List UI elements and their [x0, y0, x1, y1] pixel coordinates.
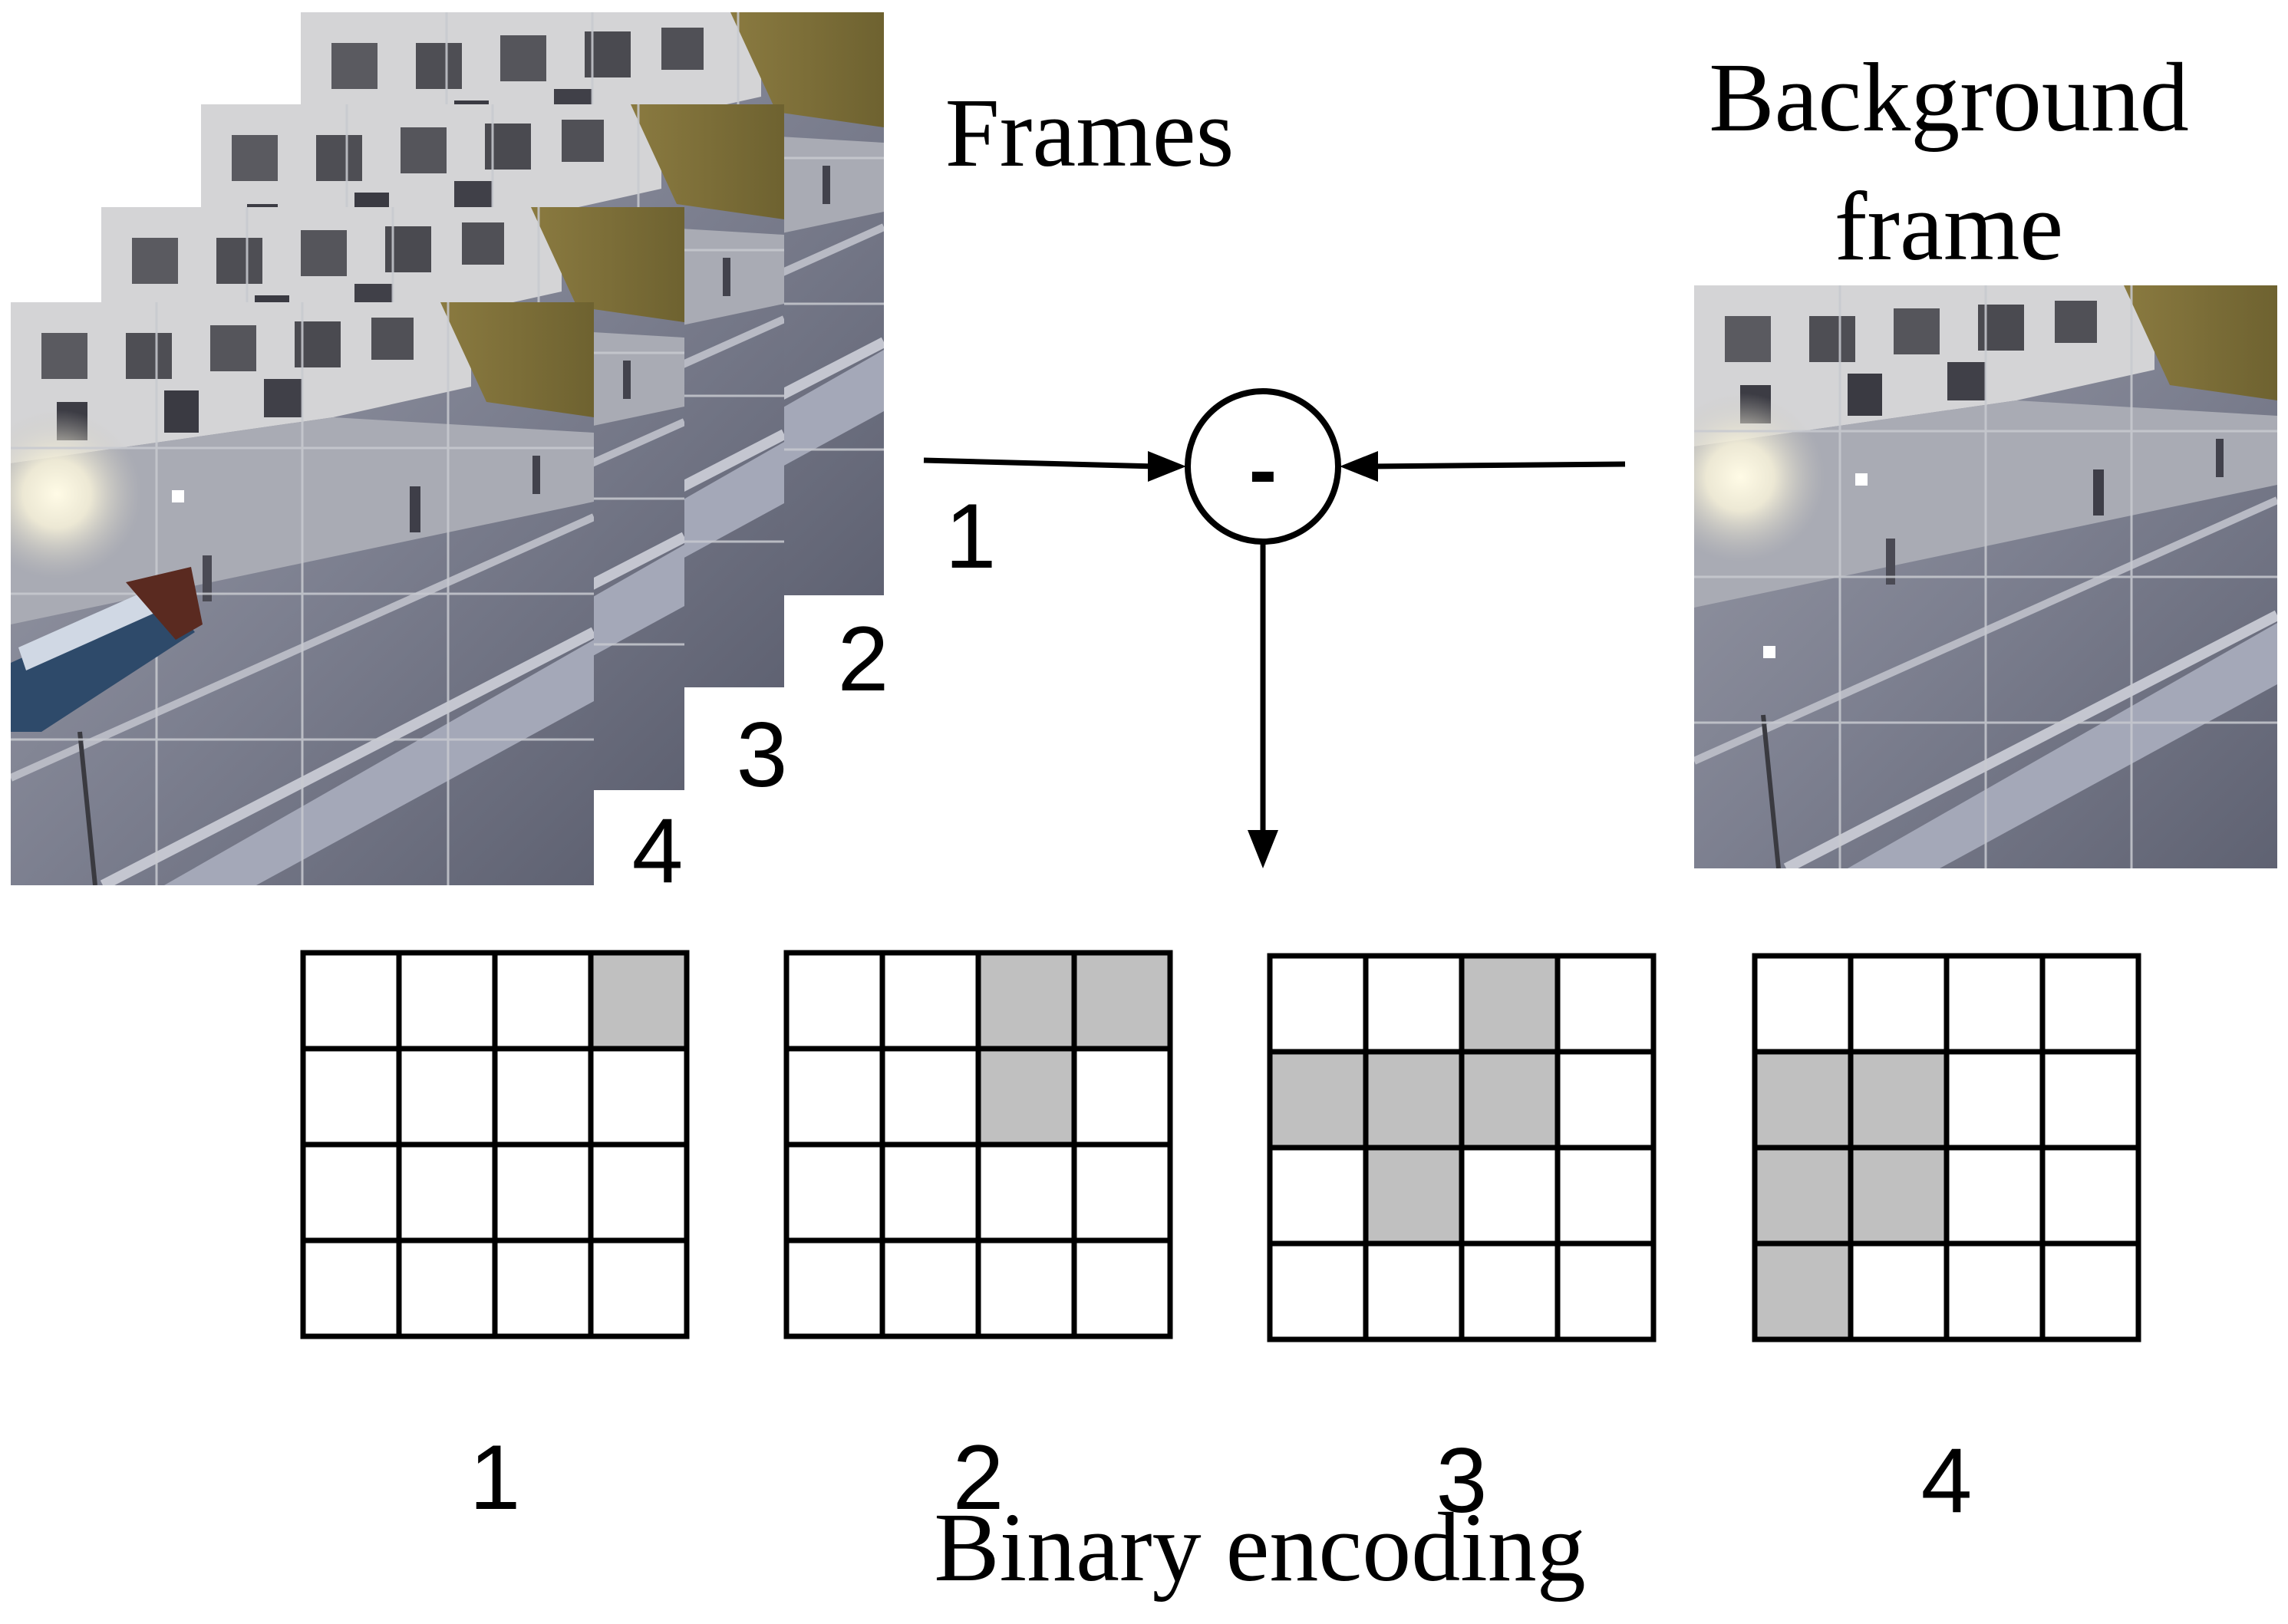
encoding-cell-active	[1459, 953, 1561, 1055]
encoding-label: 2	[953, 1426, 1004, 1529]
frame-number: 3	[737, 703, 788, 806]
encoding-grid-1: 1	[300, 950, 690, 1529]
encoding-cell	[588, 1046, 690, 1148]
encoding-cell	[1752, 953, 1854, 1055]
encoding-cell	[300, 950, 402, 1052]
encoding-cell	[783, 950, 885, 1052]
encoding-cell	[1267, 953, 1369, 1055]
frame-input-arrow	[923, 451, 1186, 482]
encoding-cell	[1459, 1145, 1561, 1247]
encoding-cell	[300, 1046, 402, 1148]
encoding-cell	[492, 1046, 594, 1148]
encoding-cell-active	[1752, 1049, 1854, 1151]
encoding-cell	[1943, 1240, 2046, 1342]
frame-number: 4	[632, 799, 684, 902]
encoding-cell	[588, 1141, 690, 1244]
encoding-cell	[783, 1046, 885, 1148]
encoding-cell	[783, 1237, 885, 1339]
encoding-cell-active	[1363, 1049, 1465, 1151]
encoding-cell	[1943, 1049, 2046, 1151]
encoding-cell	[1554, 1240, 1657, 1342]
encoding-cell	[1071, 1046, 1173, 1148]
encoding-cell-active	[975, 950, 1077, 1052]
minus-operator: -	[1249, 423, 1278, 517]
encoding-cell	[1943, 1145, 2046, 1247]
encoding-cell	[1943, 953, 2046, 1055]
encoding-cell	[1459, 1240, 1561, 1342]
encoding-cell	[975, 1237, 1077, 1339]
encoding-cell	[1071, 1141, 1173, 1244]
encoding-grid-2: 2	[783, 950, 1173, 1529]
encoding-cell	[879, 1046, 981, 1148]
input-frame-number: 1	[945, 485, 997, 588]
encoding-cell	[1848, 953, 1950, 1055]
output-arrow	[1248, 542, 1278, 868]
encoding-label: 1	[470, 1426, 521, 1529]
encoding-cell	[1554, 1049, 1657, 1151]
encoding-cell-active	[1848, 1049, 1950, 1151]
encoding-cell-active	[1459, 1049, 1561, 1151]
encoding-cell	[1363, 953, 1465, 1055]
encoding-cell	[1554, 953, 1657, 1055]
frame-stack: 2 3 4	[0, 12, 888, 902]
encoding-cell	[396, 1046, 498, 1148]
background-input-arrow	[1340, 451, 1626, 482]
encoding-cell	[588, 1237, 690, 1339]
encoding-cell	[1554, 1145, 1657, 1247]
encoding-cell	[2039, 953, 2141, 1055]
encoding-cell	[2039, 1145, 2141, 1247]
encoding-label: 4	[1921, 1429, 1973, 1532]
encoding-cell	[1267, 1240, 1369, 1342]
encoding-label: 3	[1436, 1429, 1488, 1532]
encoding-cell	[2039, 1240, 2141, 1342]
encoding-cell	[879, 1141, 981, 1244]
background-frame-label: Background	[1709, 43, 2189, 152]
encoding-cell	[492, 1141, 594, 1244]
frame-thumbnail	[0, 302, 594, 885]
encoding-cell	[396, 1237, 498, 1339]
background-frame-label: frame	[1835, 172, 2063, 281]
encoding-cell-active	[588, 950, 690, 1052]
encoding-cell	[492, 950, 594, 1052]
encoding-cell	[1267, 1145, 1369, 1247]
encoding-cell	[783, 1141, 885, 1244]
encoding-cell-active	[1267, 1049, 1369, 1151]
encoding-cell	[396, 1141, 498, 1244]
frames-label: Frames	[945, 78, 1235, 187]
encoding-cell	[879, 950, 981, 1052]
encoding-cell-active	[1071, 950, 1173, 1052]
encoding-cell	[396, 950, 498, 1052]
encoding-grid-4: 4	[1752, 953, 2141, 1532]
encoding-cell-active	[975, 1046, 1077, 1148]
binary-encodings: 1 2 3 4	[300, 950, 2141, 1532]
encoding-cell-active	[1363, 1145, 1465, 1247]
encoding-cell	[1071, 1237, 1173, 1339]
encoding-cell	[975, 1141, 1077, 1244]
encoding-cell-active	[1752, 1240, 1854, 1342]
encoding-cell	[2039, 1049, 2141, 1151]
encoding-cell	[1848, 1240, 1950, 1342]
encoding-cell	[1363, 1240, 1465, 1342]
encoding-cell-active	[1752, 1145, 1854, 1247]
encoding-cell	[492, 1237, 594, 1339]
background-frame-image	[1656, 285, 2277, 868]
encoding-grid-3: 3	[1267, 953, 1657, 1532]
binary-encoding-label: Binary encoding	[934, 1493, 1586, 1602]
encoding-cell	[879, 1237, 981, 1339]
encoding-cell	[300, 1237, 402, 1339]
frame-number: 2	[838, 608, 889, 710]
encoding-cell	[300, 1141, 402, 1244]
subtraction-node: -	[1185, 388, 1341, 545]
encoding-cell-active	[1848, 1145, 1950, 1247]
